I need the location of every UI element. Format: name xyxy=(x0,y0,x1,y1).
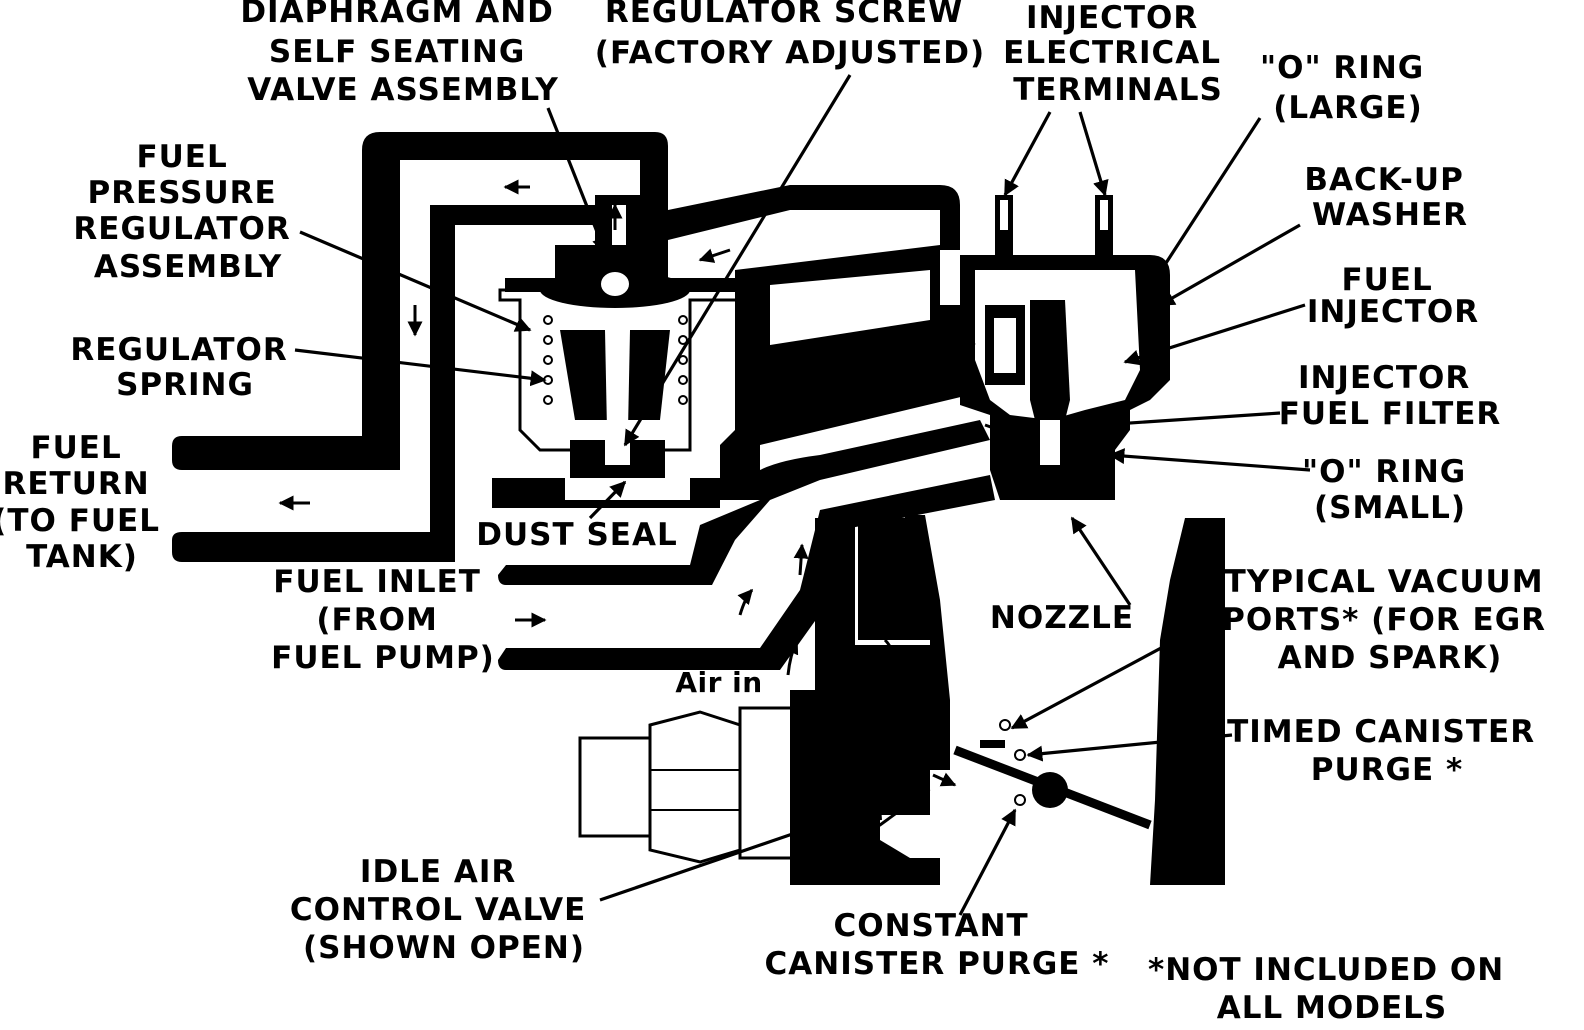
label-regulator-screw: REGULATOR SCREW (FACTORY ADJUSTED) xyxy=(595,0,985,71)
iac-hex-nut xyxy=(648,710,742,864)
flow-arrow xyxy=(763,463,802,496)
label-dust-seal: DUST SEAL xyxy=(476,517,677,553)
fuel-inlet-line-upper xyxy=(498,420,990,585)
upper-housing-inner xyxy=(430,205,600,415)
timed-purge-port xyxy=(1014,749,1026,761)
label-fuel-pressure-regulator: FUEL PRESSURE REGULATOR ASSEMBLY xyxy=(73,139,302,285)
mid-block-cavity xyxy=(770,270,930,345)
upper-housing xyxy=(362,132,960,415)
label-diaphragm: DIAPHRAGM AND SELF SEATING VALVE ASSEMBL… xyxy=(240,0,565,108)
constant-purge-port xyxy=(1014,794,1026,806)
label-fuel-inlet: FUEL INLET (FROM FUEL PUMP) xyxy=(271,564,495,676)
vacuum-port-1 xyxy=(999,719,1011,731)
label-injector-fuel-filter: INJECTOR FUEL FILTER xyxy=(1279,360,1502,432)
idle-air-control-valve xyxy=(578,706,931,864)
vacuum-port-bar xyxy=(980,740,1005,748)
flow-arrow xyxy=(838,260,871,276)
flow-arrow xyxy=(784,638,799,676)
flow-arrow xyxy=(984,420,1007,435)
label-fuel-injector: FUEL INJECTOR xyxy=(1307,262,1479,330)
label-injector-terminals: INJECTOR ELECTRICAL TERMINALS xyxy=(1003,0,1233,108)
label-idle-air: IDLE AIR CONTROL VALVE (SHOWN OPEN) xyxy=(290,854,598,966)
label-backup-washer: BACK-UP WASHER xyxy=(1304,162,1475,233)
regulator-base xyxy=(492,478,720,508)
label-constant-canister: CONSTANT CANISTER PURGE * xyxy=(765,908,1110,982)
leader-lines xyxy=(294,74,1311,916)
flow-arrow xyxy=(737,588,754,616)
terminal-right-tip xyxy=(1100,200,1108,230)
label-o-ring-large: "O" RING (LARGE) xyxy=(1260,50,1436,126)
label-regulator-spring: REGULATOR SPRING xyxy=(70,332,299,403)
iac-body xyxy=(578,736,652,838)
flow-arrows xyxy=(278,179,1007,787)
labels: DIAPHRAGM AND SELF SEATING VALVE ASSEMBL… xyxy=(0,0,1558,1026)
lower-housing xyxy=(790,690,940,885)
flow-arrow xyxy=(943,332,976,347)
flow-arrow xyxy=(893,719,909,750)
throttle-shaft xyxy=(1032,772,1068,808)
throttle-bore-center xyxy=(858,518,905,640)
fuel-injector xyxy=(960,195,1170,500)
flow-arrow xyxy=(698,248,731,263)
iac-spring xyxy=(839,751,882,821)
fuel-pressure-regulator xyxy=(498,195,747,478)
label-nozzle: NOZZLE xyxy=(990,600,1134,636)
iac-pintle xyxy=(790,746,931,827)
injector-nozzle-tip xyxy=(1040,420,1060,465)
flow-arrow xyxy=(932,772,957,787)
label-timed-canister: TIMED CANISTER PURGE * xyxy=(1227,714,1547,788)
throttle-bore-right-wall xyxy=(905,515,950,770)
flow-arrow xyxy=(793,543,809,576)
throttle-valve xyxy=(953,719,1152,830)
injector-plunger xyxy=(1030,300,1070,440)
spring-coils xyxy=(543,315,688,405)
terminal-left-tip xyxy=(1000,200,1008,230)
label-o-ring-small: "O" RING (SMALL) xyxy=(1302,454,1478,526)
fuel-return-line-upper xyxy=(172,415,400,470)
throttle-bore-far-wall xyxy=(1150,518,1225,885)
valve-seat xyxy=(601,272,629,296)
label-air-in: Air in xyxy=(675,666,762,699)
label-not-included: *NOT INCLUDED ON ALL MODELS xyxy=(1148,952,1516,1026)
casting-structure xyxy=(172,132,1225,885)
injector-coil-core xyxy=(994,318,1016,373)
label-vacuum-ports: TYPICAL VACUUM PORTS* (FOR EGR AND SPARK… xyxy=(1222,564,1558,676)
fuel-return-line-lower xyxy=(172,415,455,562)
label-fuel-return: FUEL RETURN (TO FUEL TANK) xyxy=(0,430,172,575)
regulator-screw-shaft xyxy=(605,330,630,430)
throttle-bore-left-wall xyxy=(815,518,930,760)
flow-arrow xyxy=(883,638,903,667)
